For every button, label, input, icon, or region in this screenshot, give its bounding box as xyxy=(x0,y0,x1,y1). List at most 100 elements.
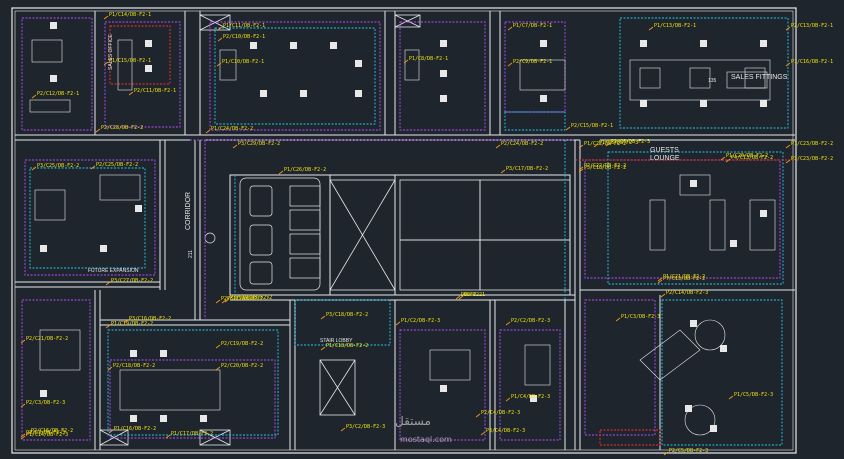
tag-leader-arrow xyxy=(455,295,461,300)
tag-leader-arrow xyxy=(278,170,284,175)
tag-leader-arrow xyxy=(578,166,584,171)
tag-leader-arrow xyxy=(657,279,663,284)
elevator-shafts xyxy=(99,14,571,446)
tag-leader-arrow xyxy=(615,317,621,322)
circuit-tag: P2/C10/DB-F2-1 xyxy=(223,34,265,40)
circuit-tag: P2/C18/DB-F2-2 xyxy=(113,363,155,369)
guests-lounge-label-2: LOUNGE xyxy=(650,155,680,162)
tag-leader-arrow xyxy=(215,366,221,371)
circuit-tag: P1/C5/DB-F2-3 xyxy=(734,392,773,398)
circuit-tag: P1/C7/DB-F2-1 xyxy=(513,23,552,29)
circuit-tag: P1/C21/DB-F2-2 xyxy=(663,274,705,280)
watermark: مستقل mostaql.com xyxy=(395,414,452,444)
tag-leader-arrow xyxy=(108,429,114,434)
stair-lobby-label: STAIR LOBBY xyxy=(320,338,353,344)
tag-leader-arrow xyxy=(565,126,571,131)
tag-leader-arrow xyxy=(507,62,513,67)
circuit-tag: P2/C11/DB-F2-1 xyxy=(134,88,176,94)
tag-leader-arrow xyxy=(593,143,599,148)
circuit-tag: P3/C2/DB-F2-3 xyxy=(346,424,385,430)
tag-leader-arrow xyxy=(215,344,221,349)
tag-leader-arrow xyxy=(128,91,134,96)
circuit-tag: P1/C13/DB-F2-1 xyxy=(654,23,696,29)
tag-leader-arrow xyxy=(505,321,511,326)
circuit-tag: P2/C22/DB-F2-2 xyxy=(584,163,626,169)
tag-leader-arrow xyxy=(103,61,109,66)
tag-leader-arrow xyxy=(663,451,669,456)
circuit-tag: P1/C17/DB-F2-2 xyxy=(171,431,213,437)
tag-leader-arrow xyxy=(340,427,346,432)
outer-walls xyxy=(11,7,797,454)
tag-leader-arrow xyxy=(320,315,326,320)
future-expansion-label: FUTURE EXPANSION xyxy=(88,268,139,274)
circuit-tag: P2/C17/DB-F2-2 xyxy=(221,296,263,302)
circuit-tag: P1/C3/DB-F2-3 xyxy=(621,314,660,320)
tag-leader-arrow xyxy=(95,128,101,133)
tag-leader-arrow xyxy=(90,165,96,170)
watermark-brand: مستقل xyxy=(395,414,431,428)
circuit-tag: P1/C16/DB-F2-2 xyxy=(114,426,156,432)
tag-leader-arrow xyxy=(605,142,611,147)
circuit-tag: P2/C3/DB-F2-3 xyxy=(26,400,65,406)
tag-leader-arrow xyxy=(505,397,511,402)
circuit-tag: P2/C6/DB-F2-3 xyxy=(611,139,650,145)
tag-leader-arrow xyxy=(725,158,731,163)
circuit-tag: P7/C13/DB-F2-2 xyxy=(663,276,705,282)
tag-leader-arrow xyxy=(657,277,663,282)
tag-leader-arrow xyxy=(648,26,654,31)
furniture xyxy=(29,39,776,436)
circuit-tag: P1/C16/DB-F2-1 xyxy=(791,59,833,65)
circuit-tag: P1/C19/DB-F2-2 xyxy=(111,321,153,327)
guests-lounge-label-1: GUESTS xyxy=(650,147,679,154)
tag-leader-arrow xyxy=(217,37,223,42)
tag-leader-arrow xyxy=(105,324,111,329)
circuit-tag: P2/C9/DB-F2-1 xyxy=(513,59,552,65)
circuit-tag: P3/C29/DB-F2-2 xyxy=(238,141,280,147)
circuit-tag: P1/C26/DB-F2-2 xyxy=(284,167,326,173)
tag-leader-arrow xyxy=(103,15,109,20)
circuit-tag: P1/C11/DB-F2-1 xyxy=(223,23,265,29)
circuit-tag: P2/C19/DB-F2-2 xyxy=(221,341,263,347)
circuit-tag: P3/C27/DB-F2-2 xyxy=(111,278,153,284)
tag-leader-arrow xyxy=(395,321,401,326)
circuit-tag: P3/C17/DB-F2-2 xyxy=(506,166,548,172)
circuit-tag: P1/C23/DB-F2-2 xyxy=(791,141,833,147)
tag-leader-arrow xyxy=(785,26,791,31)
tag-leader-arrow xyxy=(728,395,734,400)
tag-leader-arrow xyxy=(165,434,171,439)
tag-leader-arrow xyxy=(216,62,222,67)
circuit-tag: P2/C24/DB-F2-2 xyxy=(501,141,543,147)
circuit-tag: P2/C14/DB-F2-3 xyxy=(666,290,708,296)
tag-leader-arrow xyxy=(403,59,409,64)
circuit-tag: P1/C20/DB-F2-2 xyxy=(726,153,768,159)
circuit-tag: P1/C14/DB-F2-3 xyxy=(26,432,68,438)
circuit-tags: P1/C14/DB-F2-1P1/C11/DB-F2-1P2/C10/DB-F2… xyxy=(20,12,833,456)
tag-leader-arrow xyxy=(720,156,726,161)
tag-leader-arrow xyxy=(107,366,113,371)
tag-leader-arrow xyxy=(785,159,791,164)
tag-leader-arrow xyxy=(221,299,227,304)
circuit-tag: P4/C13/DB-F2-2 xyxy=(731,155,773,161)
circuit-tag: P2/C25/DB-F2-2 xyxy=(96,162,138,168)
circuit-tag: P5/C18/DB-F2-2 xyxy=(584,165,626,171)
tag-leader-arrow xyxy=(105,281,111,286)
washroom-fixtures xyxy=(204,177,321,291)
corridor-number-label: 211 xyxy=(188,250,194,258)
tag-leader-arrow xyxy=(785,144,791,149)
circuit-tag: P3/C25/DB-F2-2 xyxy=(37,163,79,169)
tag-leader-arrow xyxy=(215,299,221,304)
tag-leader-arrow xyxy=(217,26,223,31)
tag-leader-arrow xyxy=(31,94,37,99)
circuit-tag: P1/C18/DB-F2-2 xyxy=(326,343,368,349)
circuit-tag: P1/C4/DB-F2-3 xyxy=(511,394,550,400)
circuit-tag: P1/C2/DB-F2-3 xyxy=(401,318,440,324)
room-labels: SALES FITTINGS 135 GUESTS LOUNGE CORRIDO… xyxy=(88,33,788,344)
circuit-tag: P2/C12/DB-F2-1 xyxy=(37,91,79,97)
circuit-tag: P2/C13/DB-F2-1 xyxy=(791,23,833,29)
tag-leader-arrow xyxy=(458,295,464,300)
circuit-tag: P2/C16/DB-F2-2 xyxy=(31,428,73,434)
tag-leader-arrow xyxy=(123,319,129,324)
tag-leader-arrow xyxy=(20,433,26,438)
circuit-tag: DB-F2-1 xyxy=(464,292,485,298)
